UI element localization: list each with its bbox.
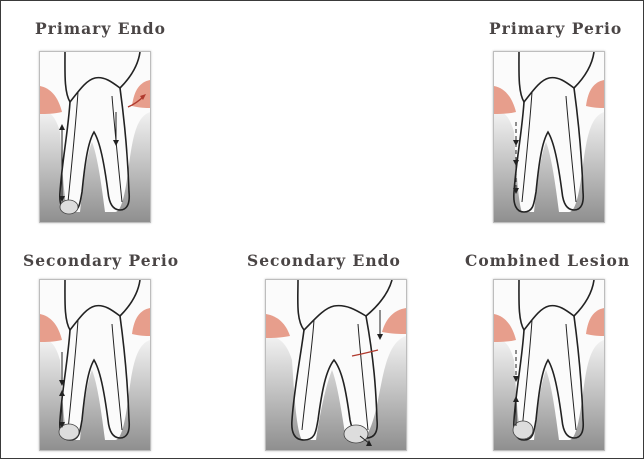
panel-title-combined-lesion: Combined Lesion bbox=[465, 251, 630, 270]
tooth-illustration-primary-perio bbox=[493, 51, 605, 223]
tooth-icon bbox=[494, 280, 604, 450]
tooth-icon bbox=[266, 280, 406, 450]
panel-title-secondary-perio: Secondary Perio bbox=[23, 251, 179, 270]
tooth-illustration-combined-lesion bbox=[493, 279, 605, 451]
panel-title-primary-perio: Primary Perio bbox=[489, 19, 622, 38]
tooth-illustration-secondary-perio bbox=[39, 279, 151, 451]
panel-title-primary-endo: Primary Endo bbox=[35, 19, 166, 38]
tooth-illustration-secondary-endo bbox=[265, 279, 407, 451]
tooth-icon bbox=[40, 280, 150, 450]
tooth-icon bbox=[494, 52, 604, 222]
tooth-icon bbox=[40, 52, 150, 222]
lesion-icon bbox=[344, 425, 368, 443]
tooth-illustration-primary-endo bbox=[39, 51, 151, 223]
panel-title-secondary-endo: Secondary Endo bbox=[247, 251, 401, 270]
lesion-icon bbox=[60, 200, 78, 214]
